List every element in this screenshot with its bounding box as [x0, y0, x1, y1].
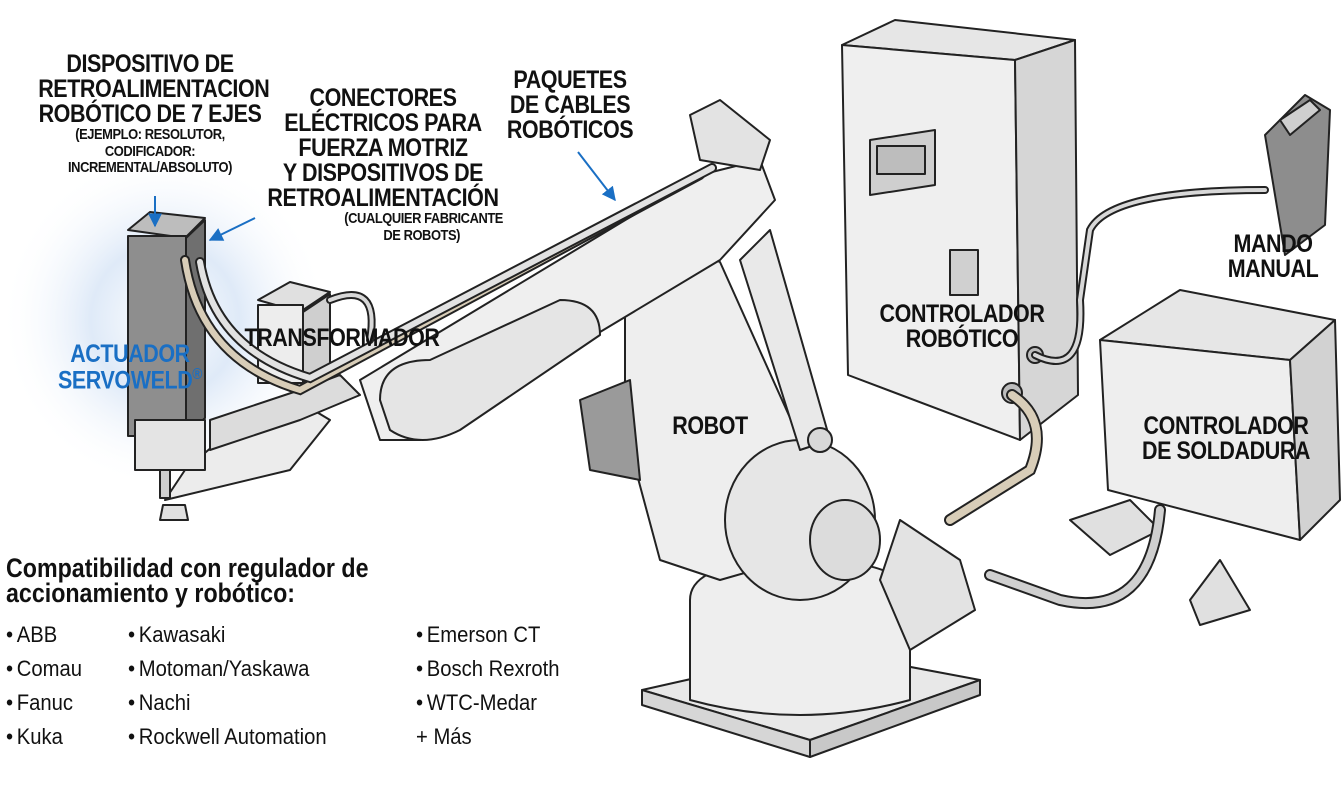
label-line: Y DISPOSITIVOS DE [282, 159, 484, 187]
label-transformer: TRANSFORMADOR [239, 326, 445, 351]
label-line: TRANSFORMADOR [244, 324, 440, 352]
label-line: MANDO [1233, 230, 1313, 258]
list-item: Kuka [6, 722, 82, 756]
leader-arrows [148, 151, 616, 241]
compatibility-title-line: Compatibilidad con regulador de [6, 553, 369, 583]
list-item: Comau [6, 654, 82, 688]
label-robot-controller: CONTROLADOR ROBÓTICO [876, 302, 1048, 352]
registered-mark: ® [192, 366, 203, 383]
list-item: Emerson CT [416, 620, 560, 654]
label-line: DISPOSITIVO DE [66, 50, 234, 78]
label-line: PAQUETES [513, 66, 627, 94]
list-item: Rockwell Automation [128, 722, 327, 756]
compatibility-col-3: Emerson CT Bosch Rexroth WTC-Medar + Más [416, 620, 572, 756]
list-item-more: + Más [416, 724, 472, 749]
label-line: ROBOT [672, 412, 748, 440]
label-line: MANUAL [1227, 255, 1319, 283]
label-connectors: CONECTORES ELÉCTRICOS PARA FUERZA MOTRIZ… [267, 84, 503, 244]
label-line: ROBÓTICOS [506, 116, 634, 144]
label-line: ROBÓTICO [905, 325, 1019, 353]
list-item: Fanuc [6, 688, 82, 722]
list-item: Motoman/Yaskawa [128, 654, 327, 688]
label-note-line: DE ROBOTS) [383, 226, 461, 244]
arrow-cable-packages [577, 151, 616, 202]
label-note-line: (EJEMPLO: RESOLUTOR, [75, 126, 225, 143]
label-line: SERVOWELD® [53, 367, 208, 393]
label-note-line: (CUALQUIER FABRICANTE [344, 210, 503, 227]
list-item: Bosch Rexroth [416, 654, 560, 688]
list-item: ABB [6, 620, 82, 654]
robot-base [641, 519, 981, 758]
teach-pendant [1264, 94, 1331, 256]
compatibility-title: Compatibilidad con regulador de accionam… [6, 553, 369, 608]
label-line: CONTROLADOR [1143, 412, 1309, 440]
label-line: RETROALIMENTACIÓN [267, 184, 499, 212]
robot-body [579, 249, 881, 601]
label-line: ACTUADOR [70, 340, 190, 368]
label-line: ELÉCTRICOS PARA [284, 109, 482, 137]
list-item: Kawasaki [128, 620, 327, 654]
label-line: CONECTORES [309, 84, 457, 112]
label-weld-controller: CONTROLADOR DE SOLDADURA [1140, 414, 1312, 464]
label-note-line: INCREMENTAL/ABSOLUTO) [68, 159, 232, 176]
list-item: Nachi [128, 688, 327, 722]
compatibility-title-line: accionamiento y robótico: [6, 577, 296, 608]
label-teach-pendant: MANDO MANUAL [1226, 232, 1321, 282]
label-line: FUERZA MOTRIZ [298, 134, 468, 162]
label-feedback-device: DISPOSITIVO DE RETROALIMENTACION ROBÓTIC… [38, 50, 270, 177]
servoweld-actuator [127, 211, 206, 499]
label-line: DE SOLDADURA [1141, 437, 1311, 465]
label-text: SERVOWELD [57, 366, 193, 395]
label-line: CONTROLADOR [879, 300, 1045, 328]
label-actuator: ACTUADOR SERVOWELD® [53, 342, 208, 393]
label-note-line: CODIFICADOR: [104, 142, 196, 160]
list-item: WTC-Medar [416, 688, 560, 722]
welding-gun [159, 374, 361, 521]
robot-arm [359, 99, 833, 453]
robot-controller-cabinet [841, 19, 1079, 441]
compatibility-col-1: ABB Comau Fanuc Kuka [6, 620, 89, 756]
compatibility-col-2: Kawasaki Motoman/Yaskawa Nachi Rockwell … [128, 620, 344, 756]
label-line: RETROALIMENTACION [38, 75, 270, 103]
welding-controller [1069, 289, 1341, 626]
label-robot: ROBOT [667, 414, 753, 439]
label-line: ROBÓTICO DE 7 EJES [38, 100, 262, 128]
label-line: DE CABLES [509, 91, 631, 119]
cables [180, 163, 1269, 610]
label-cable-packages: PAQUETES DE CABLES ROBÓTICOS [506, 68, 635, 143]
arrow-connectors [208, 217, 256, 241]
